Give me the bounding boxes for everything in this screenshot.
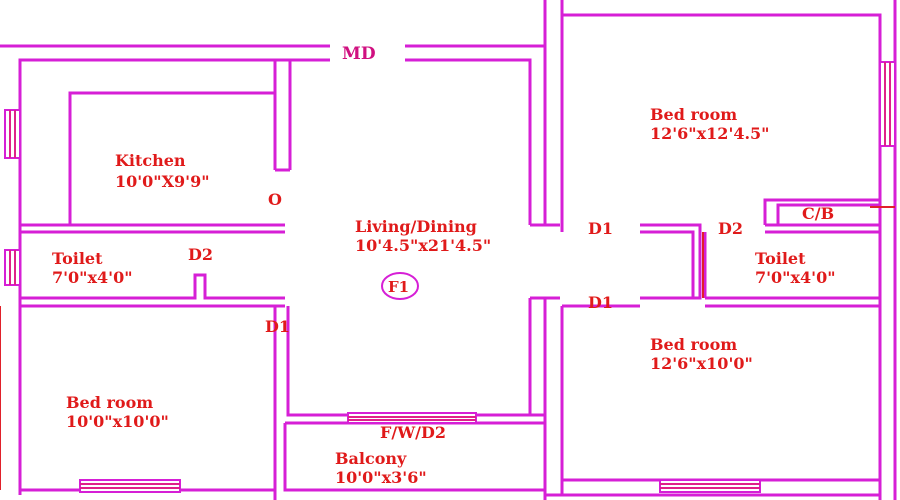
balcony-name: Balcony <box>335 449 407 468</box>
living-name: Living/Dining <box>355 217 477 236</box>
bed-left-size: 10'0"x10'0" <box>66 412 169 431</box>
door-d1-left-label: D1 <box>265 317 290 336</box>
kitchen-name: Kitchen <box>115 151 186 170</box>
bed-bottom-right-name: Bed room <box>650 335 737 354</box>
door-d1-top-label: D1 <box>588 219 613 238</box>
windows <box>4 61 896 493</box>
bed-top-right-name: Bed room <box>650 105 737 124</box>
door-d2-left-label: D2 <box>188 245 213 264</box>
kitchen-size: 10'0"X9'9" <box>115 172 210 191</box>
door-d1-bottom-label: D1 <box>588 293 613 312</box>
bed-left-name: Bed room <box>66 393 153 412</box>
cb-label: C/B <box>802 204 834 223</box>
main-door-label: MD <box>342 44 376 64</box>
toilet-right-size: 7'0"x4'0" <box>755 268 836 287</box>
bed-top-right-size: 12'6"x12'4.5" <box>650 124 770 143</box>
bed-bottom-right-size: 12'6"x10'0" <box>650 354 753 373</box>
door-d2-right-label: D2 <box>718 219 743 238</box>
fwd2-label: F/W/D2 <box>380 423 446 442</box>
toilet-right-name: Toilet <box>755 249 806 268</box>
living-size: 10'4.5"x21'4.5" <box>355 236 491 255</box>
fixture-f1-label: F1 <box>388 278 409 296</box>
opening-label: O <box>268 190 282 209</box>
toilet-left-size: 7'0"x4'0" <box>52 268 133 287</box>
fixture-f1-ring <box>381 272 419 300</box>
toilet-left-name: Toilet <box>52 249 103 268</box>
balcony-size: 10'0"x3'6" <box>335 468 427 487</box>
